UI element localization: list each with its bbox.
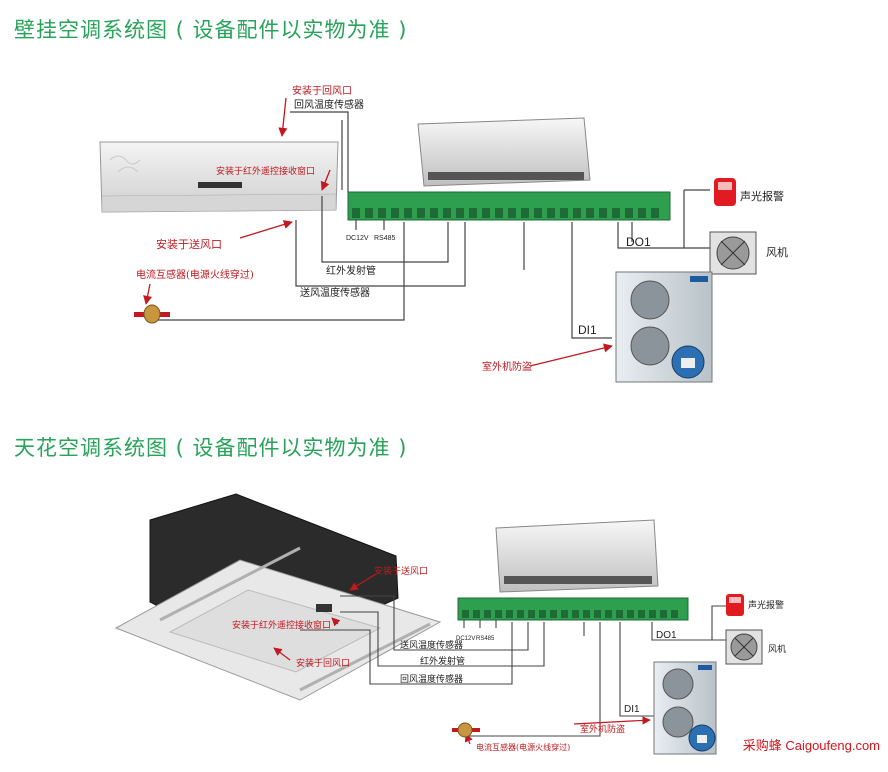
label2-outdoor: 室外机防盗 (580, 723, 625, 735)
alarm-icon-2 (726, 594, 744, 616)
label2-do1: DO1 (656, 630, 677, 641)
outdoor-unit (615, 271, 713, 383)
label2-return-vent: 安装于回风口 (296, 657, 350, 669)
watermark-en: Caigoufeng.com (785, 738, 880, 753)
label2-di1: DI1 (624, 704, 640, 715)
current-transformer (134, 304, 170, 324)
ceiling-ac-title: 天花空调系统图 ( 设备配件以实物为准 ) (14, 436, 408, 460)
fan-icon (709, 231, 757, 275)
label-return-temp: 回风温度传感器 (294, 98, 364, 111)
label-supply-vent: 安装于送风口 (156, 237, 222, 251)
label-supply-temp: 送风温度传感器 (300, 286, 370, 299)
alarm-icon (714, 178, 736, 206)
label-di1: DI1 (578, 323, 597, 337)
label-ir-emitter: 红外发射管 (326, 264, 376, 277)
controller-box-2 (495, 519, 659, 593)
label2-current-sensor: 电流互感器(电源火线穿过) (476, 742, 570, 752)
label-dc12v: DC12V (346, 235, 369, 242)
label-do1: DO1 (626, 235, 651, 249)
watermark-cn: 采购蜂 (742, 738, 782, 753)
wiring-2 (300, 595, 726, 737)
label-rs485: RS485 (374, 235, 396, 242)
current-transformer-2 (452, 722, 480, 738)
label-fan: 风机 (766, 245, 788, 259)
label2-dc12v: DC12V (456, 636, 475, 642)
label2-ir-receiver: 安装于红外遥控接收窗口 (232, 619, 331, 631)
label-outdoor: 室外机防盗 (482, 360, 532, 373)
watermark: 采购蜂 Caigoufeng.com (743, 735, 880, 754)
label2-rs485: RS485 (476, 636, 495, 642)
label2-supply-vent: 安装于送风口 (374, 565, 428, 577)
label2-ir-emitter: 红外发射管 (420, 655, 465, 667)
wiring (148, 111, 710, 339)
label2-supply-temp: 送风温度传感器 (400, 639, 463, 651)
label2-fan: 风机 (768, 643, 786, 655)
outdoor-unit-2 (653, 661, 717, 755)
controller-box (417, 117, 591, 187)
ceiling-ac-unit (114, 493, 442, 701)
label-alarm: 声光报警 (740, 189, 784, 203)
label2-return-temp: 回风温度传感器 (400, 673, 463, 685)
wall-ac-title: 壁挂空调系统图 ( 设备配件以实物为准 ) (14, 18, 408, 42)
wall-ac-unit (99, 141, 339, 213)
label-current-sensor: 电流互感器(电源火线穿过) (136, 268, 254, 281)
terminal-strip-2 (457, 597, 689, 621)
label-ir-receiver: 安装于红外遥控接收窗口 (216, 165, 315, 177)
label-return-vent: 安装于回风口 (292, 84, 352, 97)
fan-icon-2 (725, 629, 763, 665)
terminal-strip (347, 191, 671, 221)
label2-alarm: 声光报警 (748, 599, 784, 611)
